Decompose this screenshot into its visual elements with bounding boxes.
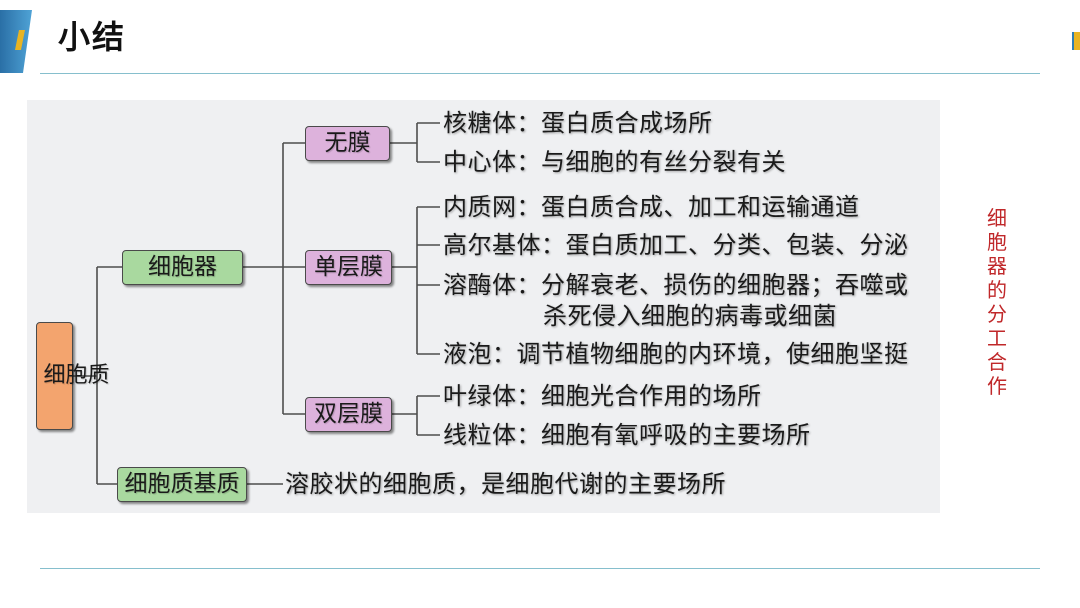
matrix-node: 细胞质基质 [117,467,247,502]
organelle-item-er: 内质网：蛋白质合成、加工和运输通道 [443,193,860,221]
organelle-item-lysosome: 溶酶体：分解衰老、损伤的细胞器；吞噬或 [443,271,909,299]
footer-rule [40,568,1040,569]
membrane-group-label: 单层膜 [314,254,383,280]
side-caption: 细胞器的分工合作 [987,206,1007,398]
header-rule [40,73,1040,74]
membrane-group-none: 无膜 [305,126,390,161]
organelle-item-golgi: 高尔基体：蛋白质加工、分类、包装、分泌 [443,231,909,259]
membrane-group-double: 双层膜 [305,397,392,432]
slide-title: 小结 [58,18,127,56]
corner-mark-icon [1072,32,1080,50]
organelle-item-chloroplast: 叶绿体：细胞光合作用的场所 [443,382,762,410]
organelle-item-mitochondrion: 线粒体：细胞有氧呼吸的主要场所 [443,421,811,449]
diagram-panel [27,100,940,513]
matrix-node-label: 细胞质基质 [124,471,240,497]
organelle-item-vacuole: 液泡：调节植物细胞的内环境，使细胞坚挺 [443,340,909,368]
organelle-node-label: 细胞器 [148,254,217,280]
root-node-label: 细胞质 [44,361,110,391]
title-accent-icon [0,10,32,73]
membrane-group-label: 双层膜 [314,401,383,427]
organelle-item-centrosome: 中心体：与细胞的有丝分裂有关 [443,148,786,176]
membrane-group-single: 单层膜 [305,250,392,285]
membrane-group-label: 无膜 [324,130,371,156]
root-node: 细胞质 [36,322,110,430]
organelle-node: 细胞器 [122,250,243,285]
organelle-item-lysosome-continued: 杀死侵入细胞的病毒或细菌 [543,302,837,330]
organelle-item-ribosome: 核糖体：蛋白质合成场所 [443,109,713,137]
matrix-description: 溶胶状的细胞质，是细胞代谢的主要场所 [285,470,726,498]
